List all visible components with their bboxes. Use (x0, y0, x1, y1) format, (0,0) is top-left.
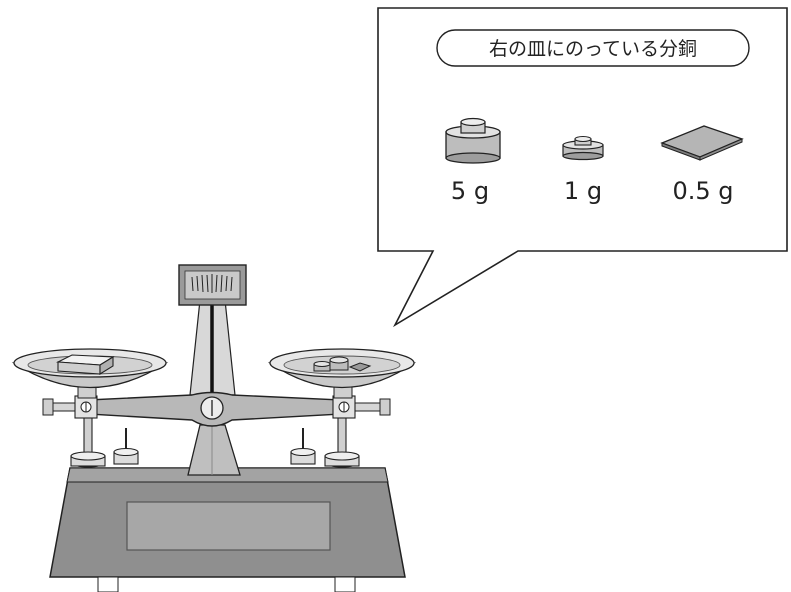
left-post (70, 407, 106, 468)
large-weight-icon (445, 117, 501, 164)
right-adjust-knob (332, 395, 391, 419)
left-pin-stand (113, 428, 139, 465)
pointer-column (189, 299, 236, 396)
callout-title: 右の皿にのっている分銅 (489, 38, 697, 60)
small-weight-icon (562, 135, 604, 161)
object-on-left-pan (55, 354, 115, 375)
left-pan (11, 348, 169, 389)
central-pillar (187, 424, 241, 476)
right-pin-stand (290, 428, 316, 465)
callout-frame (377, 7, 788, 328)
callout-bubble: 右の皿にのっている分銅 5 g 1 g 0.5 g (377, 7, 788, 328)
thin-plate-weight-icon (660, 125, 744, 161)
right-pan (267, 348, 417, 389)
weight-label-5g: 5 g (451, 177, 489, 205)
balance-beam (87, 391, 343, 427)
balance-scale (11, 264, 417, 592)
scale-base (49, 467, 406, 592)
right-post (324, 407, 360, 468)
base-label-panel (126, 501, 331, 551)
left-adjust-knob (42, 395, 98, 419)
weight-label-0-5g: 0.5 g (672, 177, 733, 205)
indicator-dial (178, 264, 247, 306)
weight-label-1g: 1 g (564, 177, 602, 205)
weights-on-right-pan (313, 356, 372, 372)
callout-title-pill (436, 29, 750, 67)
